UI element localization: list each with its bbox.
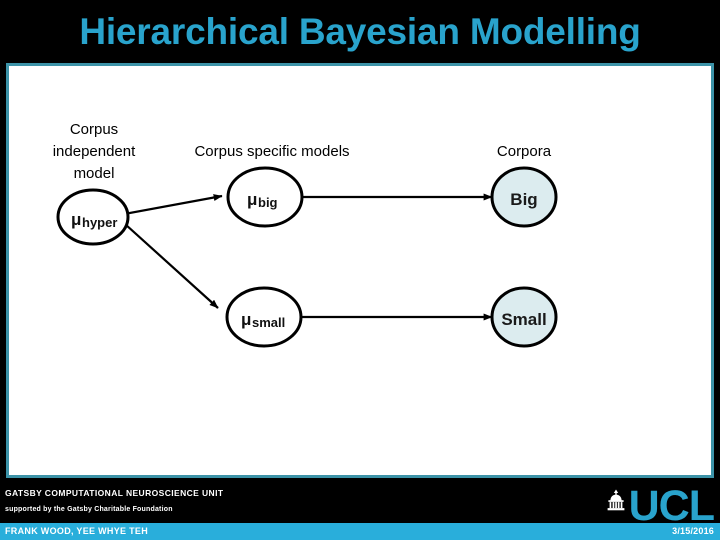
node-mu-big-shape[interactable] (226, 166, 304, 228)
content-panel: Corpus independent model Corpus specific… (6, 63, 714, 478)
column-label-line: model (74, 165, 115, 182)
ucl-wordmark: UCL (628, 482, 715, 531)
node-mu-hyper-shape[interactable] (56, 188, 130, 246)
node-mu-big[interactable]: μ big (226, 166, 304, 228)
gatsby-organisation: GATSBY COMPUTATIONAL NEUROSCIENCE UNIT (5, 488, 224, 498)
node-mu-small-shape[interactable] (225, 286, 303, 348)
gatsby-support-text: supported by the Gatsby Charitable Found… (5, 506, 173, 513)
title-bar: Hierarchical Bayesian Modelling (0, 0, 720, 62)
column-label-line: independent (53, 143, 136, 160)
node-corpus-big[interactable]: Big (490, 166, 558, 228)
node-corpus-big-shape[interactable] (490, 166, 558, 228)
node-mu-big-base: μ (247, 190, 257, 209)
node-mu-small-base: μ (241, 310, 251, 329)
node-corpus-small-label: Small (501, 310, 546, 329)
slide-date: 3/15/2016 (672, 526, 714, 536)
node-mu-hyper[interactable]: μ hyper (56, 188, 130, 246)
hierarchical-model-diagram: Corpus independent model Corpus specific… (53, 121, 558, 348)
node-mu-big-subscript: big (258, 195, 278, 210)
ucl-logo: UCL (605, 479, 715, 531)
ucl-crest-icon (605, 489, 627, 516)
node-mu-small-subscript: small (252, 315, 285, 330)
page-title: Hierarchical Bayesian Modelling (79, 10, 641, 52)
node-corpus-small-shape[interactable] (490, 286, 558, 348)
column-label-corpus-specific-models: Corpus specific models (194, 143, 349, 160)
node-corpus-small[interactable]: Small (490, 286, 558, 348)
node-mu-hyper-base: μ (71, 210, 81, 229)
column-label-line: Corpus (70, 121, 118, 138)
author-names: FRANK WOOD, YEE WHYE TEH (5, 526, 149, 536)
column-label-corpus-independent-model: Corpus independent model (53, 121, 136, 182)
node-mu-small[interactable]: μ small (225, 286, 303, 348)
node-mu-hyper-subscript: hyper (82, 215, 117, 230)
gatsby-credit: GATSBY COMPUTATIONAL NEUROSCIENCE UNIT s… (5, 488, 223, 515)
edge-hyper-to-small (124, 223, 219, 309)
node-corpus-big-label: Big (510, 190, 537, 209)
author-bar: FRANK WOOD, YEE WHYE TEH 3/15/2016 (0, 523, 720, 540)
edge-hyper-to-big (123, 194, 223, 216)
column-label-corpora: Corpora (497, 143, 552, 160)
